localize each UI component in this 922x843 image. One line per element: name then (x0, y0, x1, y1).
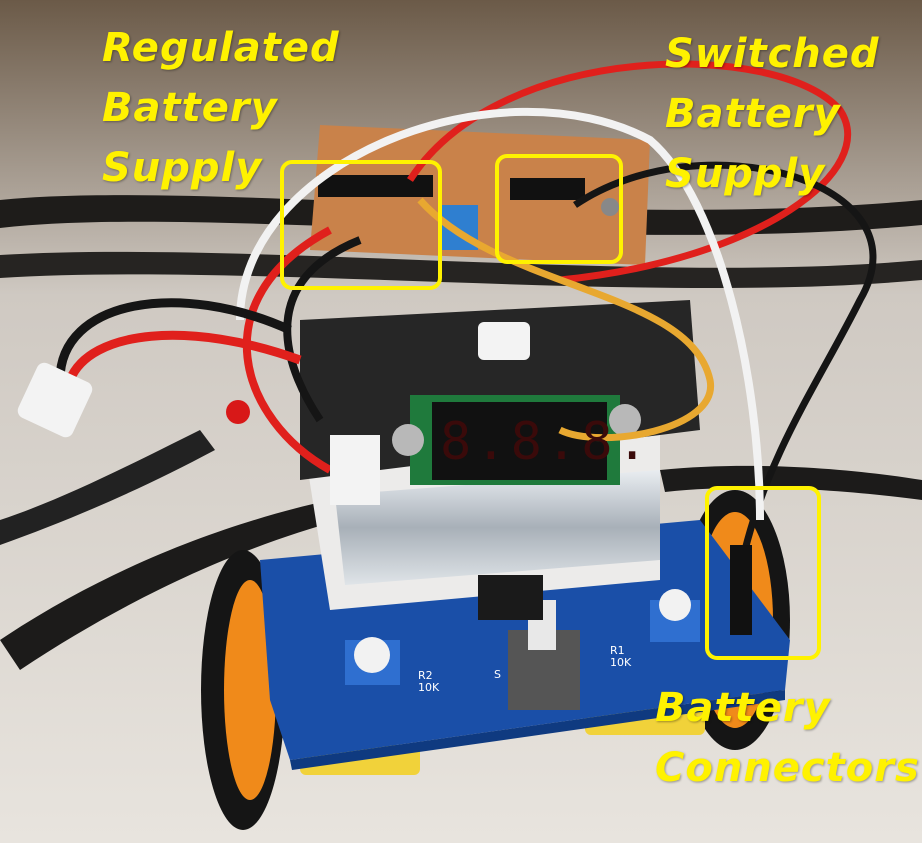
screw (392, 424, 424, 456)
sheet-stripe (0, 500, 340, 670)
highlight-battery-connectors (705, 486, 821, 660)
wire-yellow (417, 197, 714, 442)
pcb-r1-label: R1 10K (610, 645, 631, 669)
pcb-switch-label: S (494, 668, 501, 681)
wire-black (283, 236, 362, 423)
wire-red (242, 226, 332, 474)
label-battery-connectors: Battery Connectors (655, 678, 920, 798)
trimpot-r2-knob (354, 637, 390, 673)
label-line: Battery (665, 91, 841, 137)
voltmeter-display (432, 402, 607, 480)
sheet-stripe (0, 251, 922, 289)
label-line: Supply (665, 151, 826, 197)
label-regulated-battery-supply: Regulated Battery Supply (102, 18, 340, 198)
voltmeter-digits: 8.8.8. (440, 412, 652, 472)
mount-screw (601, 198, 619, 216)
header-pins-switched (510, 178, 585, 200)
wire-red-black-lead (65, 330, 302, 382)
label-line: Battery (655, 685, 831, 731)
dupont-connector (730, 545, 752, 635)
pcb-r2-label: R2 10K (418, 670, 439, 694)
pcb-edge (290, 690, 785, 770)
label-line: Switched (665, 31, 880, 77)
screw (609, 404, 641, 436)
label-switched-battery-supply: Switched Battery Supply (665, 24, 880, 204)
wire-black (573, 161, 877, 551)
label-line: Supply (102, 145, 263, 191)
r1-value: 10K (610, 656, 632, 669)
jst-connector (330, 435, 380, 505)
wire-red (407, 60, 852, 284)
r2-value: 10K (418, 681, 440, 694)
wire-white (236, 107, 764, 521)
lipo-battery (335, 470, 660, 585)
r1-label: R1 (610, 644, 625, 657)
red-led (226, 400, 250, 424)
r2-label: R2 (418, 669, 433, 682)
highlight-regulated-supply (280, 160, 442, 290)
left-wheel-hub (224, 580, 276, 800)
header-pins-regulated (318, 175, 433, 197)
wire-red-black-lead (55, 298, 292, 381)
label-line: Regulated (102, 25, 340, 71)
white-connector (17, 362, 93, 438)
white-clip (478, 322, 530, 360)
ic-chip (478, 575, 543, 620)
sheet-stripe (0, 430, 215, 545)
sheet-stripe (660, 465, 922, 500)
label-line: Connectors (655, 745, 920, 791)
label-line: Battery (102, 85, 278, 131)
highlight-switched-supply (495, 154, 623, 264)
trimpot-r1-knob (659, 589, 691, 621)
